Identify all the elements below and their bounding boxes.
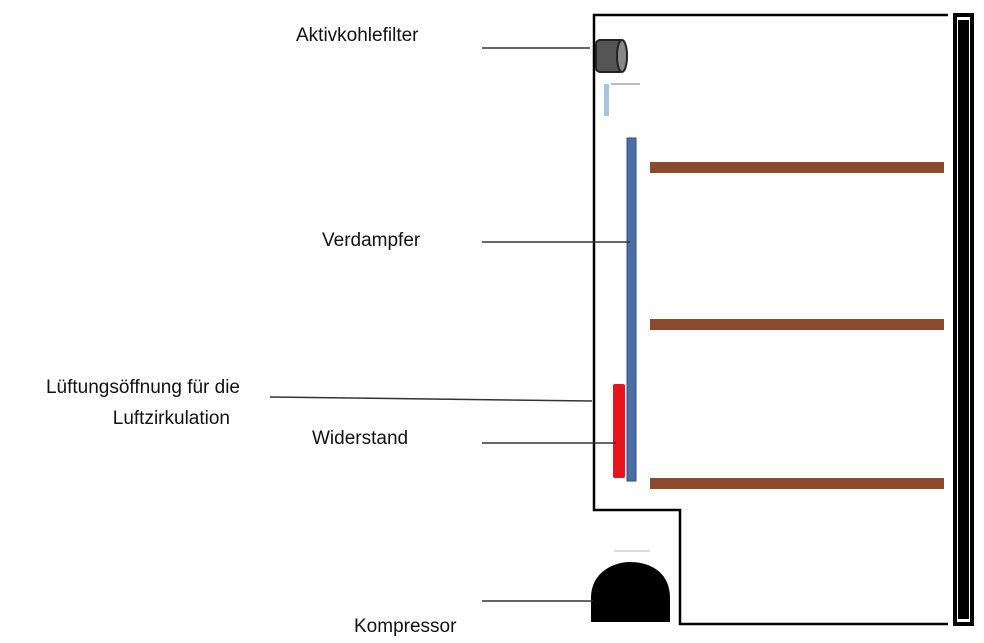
leader-line-vent — [269, 396, 593, 402]
label-activated-carbon-filter: Aktivkohlefilter — [296, 25, 419, 46]
label-vent-line-1: Lüftungsöffnung für die — [45, 377, 240, 398]
evaporator — [626, 137, 637, 482]
label-compressor: Kompressor — [354, 616, 457, 637]
door-inner — [958, 20, 969, 619]
resistor — [613, 384, 625, 478]
shelf-middle — [650, 319, 944, 330]
label-resistor: Widerstand — [312, 428, 409, 449]
label-evaporator: Verdampfer — [322, 230, 421, 251]
shelf-bottom — [650, 478, 944, 489]
label-vent-line-2: Luftzirkulation — [112, 408, 230, 429]
shelf-top — [650, 162, 944, 173]
cabinet-outline — [592, 13, 948, 626]
compressor — [591, 562, 670, 622]
activated-carbon-filter — [595, 39, 628, 73]
air-vent-element — [604, 84, 609, 116]
